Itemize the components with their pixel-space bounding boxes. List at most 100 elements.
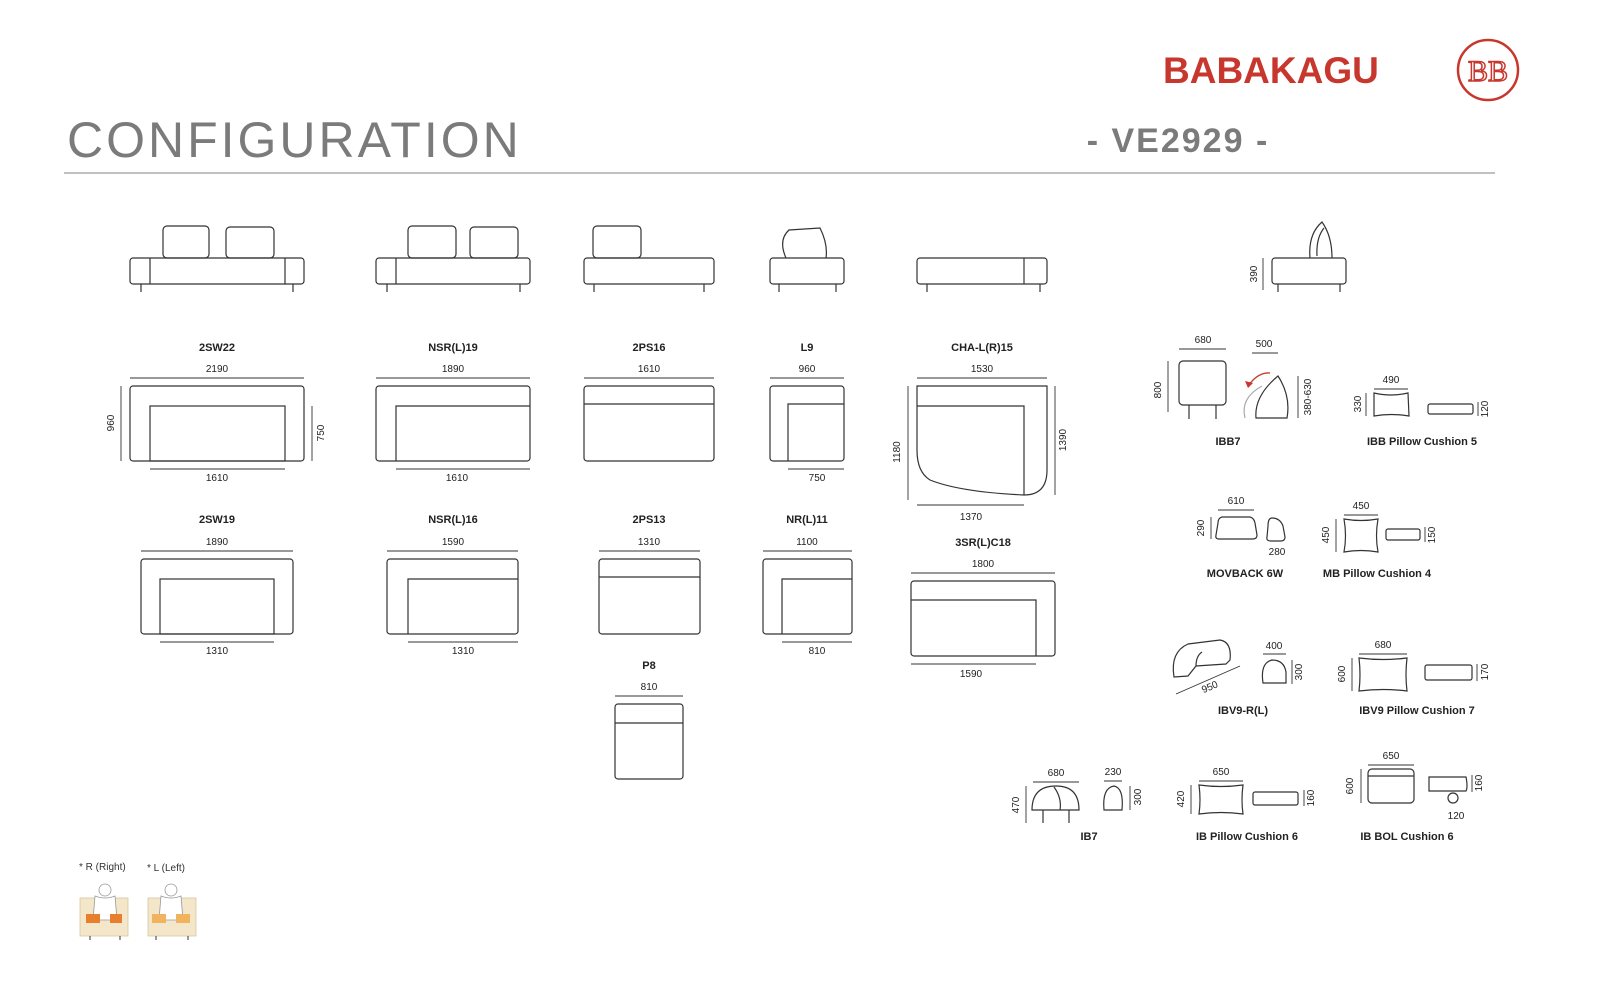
front-view-cha15 — [916, 257, 1048, 292]
mb-pillow-height: 450 — [1321, 526, 1332, 543]
module-2sw22-bottom-dim: 1610 — [206, 473, 229, 484]
ib-pillow-width: 650 — [1213, 767, 1230, 778]
movback-depth: 280 — [1269, 547, 1286, 558]
module-nsr16-plan — [386, 558, 519, 635]
module-p8-label: P8 — [642, 660, 655, 672]
side-view — [1262, 221, 1347, 292]
ib7-height: 470 — [1011, 796, 1022, 813]
ib7-width: 680 — [1048, 768, 1065, 779]
ibv9-pillow-depth: 170 — [1480, 663, 1491, 680]
module-2sw22-top-dim: 2190 — [206, 364, 229, 375]
module-nsr16-bottom-dim: 1310 — [452, 646, 475, 657]
front-view-nsr19 — [375, 225, 531, 292]
module-cha15-right-dim: 1390 — [1058, 428, 1069, 451]
ib7-depth: 230 — [1105, 767, 1122, 778]
module-cha15-plan — [916, 385, 1048, 496]
movback-width: 610 — [1228, 496, 1245, 507]
module-cha15-label: CHA-L(R)15 — [951, 342, 1013, 354]
module-p8-top-dim: 810 — [641, 682, 658, 693]
ibv9-pillow-width: 680 — [1375, 640, 1392, 651]
module-nr11-bottom-dim: 810 — [809, 646, 826, 657]
ibb-pillow-height: 330 — [1353, 395, 1364, 412]
ib-bol-depth: 160 — [1474, 774, 1485, 791]
ib-pillow-depth: 160 — [1306, 789, 1317, 806]
module-nsr19-top-dim: 1890 — [442, 364, 465, 375]
mb-pillow-depth: 150 — [1427, 526, 1438, 543]
ib-pillow-drawing — [1198, 784, 1299, 815]
ibb-pillow-width: 490 — [1383, 375, 1400, 386]
module-nr11-label: NR(L)11 — [786, 514, 828, 526]
module-nr11-top-dim: 1100 — [796, 537, 818, 548]
side-view-height: 390 — [1249, 265, 1260, 282]
ib-bol-width: 650 — [1383, 751, 1400, 762]
ibv9-pillow-height: 600 — [1337, 665, 1348, 682]
ibv9-width: 400 — [1266, 641, 1283, 652]
ibb7-height: 800 — [1153, 381, 1164, 398]
front-view-2ps16 — [583, 225, 715, 292]
legend-right-label: * R (Right) — [79, 862, 126, 873]
legend-left-label: * L (Left) — [147, 863, 185, 874]
ibv9-pillow-drawing — [1358, 657, 1473, 692]
module-3src18-bottom-dim: 1590 — [960, 669, 983, 680]
ibv9-pillow-label: IBV9 Pillow Cushion 7 — [1359, 705, 1475, 717]
module-2sw19-label: 2SW19 — [199, 514, 235, 526]
svg-text:BB: BB — [1468, 55, 1508, 88]
ibb7-back-range: 380-630 — [1303, 378, 1314, 415]
module-2ps16-plan — [583, 385, 715, 462]
brand-wordmark: BABAKAGU — [1163, 50, 1379, 91]
module-2sw22-plan — [129, 385, 305, 462]
module-nsr19-plan — [375, 385, 531, 462]
front-view-2sw22 — [129, 225, 305, 292]
legend-right-icon — [79, 883, 129, 940]
ibb7-drawing — [1178, 360, 1289, 419]
module-cha15-bottom-dim: 1370 — [960, 512, 983, 523]
ib-bol-diameter: 120 — [1448, 811, 1465, 822]
module-3src18-top-dim: 1800 — [972, 559, 995, 570]
movback-drawing — [1215, 516, 1286, 542]
module-2sw19-top-dim: 1890 — [206, 537, 229, 548]
mb-pillow-width: 450 — [1353, 501, 1370, 512]
module-l9-bottom-dim: 750 — [809, 473, 826, 484]
module-2sw22-left-dim: 960 — [106, 414, 117, 431]
module-2sw22-right-dim: 750 — [316, 424, 327, 441]
movback-height: 290 — [1196, 519, 1207, 536]
ib7-drawing — [1031, 785, 1123, 823]
page-title: CONFIGURATION — [67, 112, 522, 168]
ib-bol-drawing — [1367, 768, 1468, 804]
module-2ps13-label: 2PS13 — [632, 514, 665, 526]
module-nsr16-top-dim: 1590 — [442, 537, 465, 548]
module-nsr16-label: NSR(L)16 — [428, 514, 478, 526]
ib-bol-label: IB BOL Cushion 6 — [1360, 831, 1453, 843]
ibb7-label: IBB7 — [1215, 436, 1240, 448]
model-code: - VE2929 - — [1087, 122, 1270, 160]
ibv9-height: 300 — [1294, 663, 1305, 680]
mb-pillow-drawing — [1343, 518, 1421, 553]
ibb-pillow-label: IBB Pillow Cushion 5 — [1367, 436, 1477, 448]
front-view-l9 — [769, 227, 845, 292]
mb-pillow-label: MB Pillow Cushion 4 — [1323, 568, 1432, 580]
module-2sw22-label: 2SW22 — [199, 342, 235, 354]
module-cha15-top-dim: 1530 — [971, 364, 994, 375]
module-l9-top-dim: 960 — [799, 364, 816, 375]
module-3src18-plan — [910, 580, 1056, 657]
module-2ps16-top-dim: 1610 — [638, 364, 661, 375]
module-nr11-plan — [762, 558, 853, 635]
ibb7-width: 680 — [1195, 335, 1212, 346]
module-nsr19-bottom-dim: 1610 — [446, 473, 469, 484]
ibb-pillow-drawing — [1373, 392, 1474, 417]
module-l9-plan — [769, 385, 845, 462]
ib-pillow-label: IB Pillow Cushion 6 — [1196, 831, 1298, 843]
ib7-back-height: 300 — [1133, 788, 1144, 805]
module-cha15-left-dim: 1180 — [892, 441, 903, 463]
module-3src18-label: 3SR(L)C18 — [955, 537, 1011, 549]
module-2ps16-label: 2PS16 — [632, 342, 665, 354]
ibb7-recline: 500 — [1256, 339, 1273, 350]
movback-label: MOVBACK 6W — [1207, 568, 1284, 580]
module-2sw19-plan — [140, 558, 294, 635]
ib-bol-height: 600 — [1345, 777, 1356, 794]
module-2sw19-bottom-dim: 1310 — [206, 646, 229, 657]
ib-pillow-height: 420 — [1176, 790, 1187, 807]
ibv9-drawing — [1172, 639, 1287, 684]
module-p8-plan — [614, 703, 684, 780]
